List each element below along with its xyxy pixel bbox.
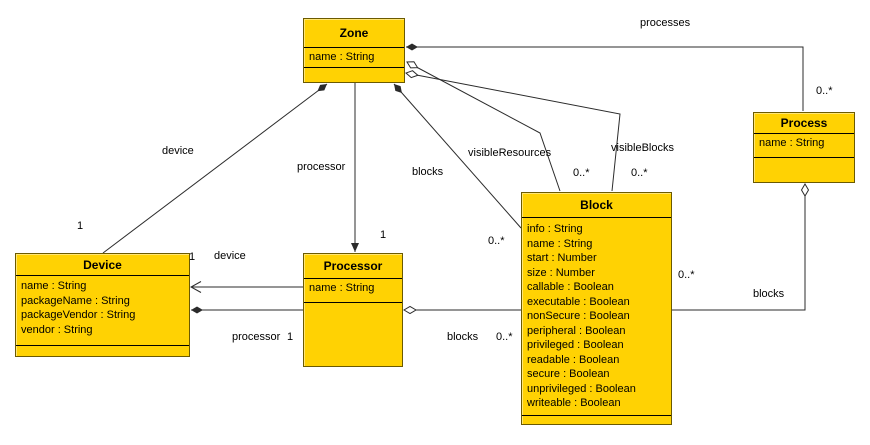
attribute: size : Number xyxy=(527,266,595,279)
attribute: executable : Boolean xyxy=(527,295,630,308)
multiplicity-processor: 1 xyxy=(287,331,294,343)
class-zone-attributes: name : String xyxy=(304,48,404,68)
attribute: nonSecure : Boolean xyxy=(527,310,630,322)
edge-process-blocks-aggregation xyxy=(672,183,810,311)
class-block-title: Block xyxy=(522,193,671,218)
attribute: info : String xyxy=(527,223,583,235)
attribute: writeable : Boolean xyxy=(527,397,621,409)
edge-label-visibleresources: visibleResources xyxy=(468,147,552,159)
attribute: secure : Boolean xyxy=(527,368,610,380)
attribute: name : String xyxy=(309,282,375,294)
edge-zone-processes-composition xyxy=(406,43,804,111)
class-zone-title: Zone xyxy=(304,19,404,48)
multiplicity-visibleblocks: 0..* xyxy=(631,167,648,179)
multiplicity-zone-device: 1 xyxy=(77,220,84,232)
edge-label-zone-device: device xyxy=(162,145,194,157)
edge-label-zone-blocks: blocks xyxy=(412,166,444,178)
edge-label-processor-blocks: blocks xyxy=(447,331,479,343)
class-process[interactable]: Process name : String xyxy=(753,112,855,183)
attribute: peripheral : Boolean xyxy=(527,324,626,337)
attribute: callable : Boolean xyxy=(527,281,614,293)
attribute: unprivileged : Boolean xyxy=(527,382,636,395)
attribute: vendor : String xyxy=(21,323,93,336)
edge-zone-visibleblocks-aggregation xyxy=(405,70,621,192)
attribute: start : Number xyxy=(527,252,597,264)
multiplicity-device: 1 xyxy=(189,251,196,263)
multiplicity-processes: 0..* xyxy=(816,85,833,97)
edge-label-device: device xyxy=(214,250,246,262)
class-device[interactable]: Device name : String packageName : Strin… xyxy=(15,253,190,357)
attribute: name : String xyxy=(527,237,593,250)
attribute: readable : Boolean xyxy=(527,353,620,366)
edge-zone-visibleresources-aggregation xyxy=(406,61,561,192)
class-process-title: Process xyxy=(754,113,854,134)
class-process-attributes: name : String xyxy=(754,134,854,158)
multiplicity-zone-processor: 1 xyxy=(380,229,387,241)
class-device-empty-compartment xyxy=(16,346,189,356)
multiplicity-zone-blocks: 0..* xyxy=(488,235,505,247)
class-processor-title: Processor xyxy=(304,254,402,279)
multiplicity-visibleresources: 0..* xyxy=(573,167,590,179)
edge-label-zone-processor: processor xyxy=(297,161,346,173)
class-processor-attributes: name : String xyxy=(304,279,402,303)
attribute: packageVendor : String xyxy=(21,309,136,321)
multiplicity-process-blocks: 0..* xyxy=(678,269,695,281)
edge-label-process-blocks: blocks xyxy=(753,288,785,300)
class-block-attributes: info : String name : String start : Numb… xyxy=(522,218,671,416)
edge-label-processes: processes xyxy=(640,17,691,29)
attribute: name : String xyxy=(309,51,375,63)
class-processor-empty-compartment xyxy=(304,303,402,366)
multiplicity-processor-blocks: 0..* xyxy=(496,331,513,343)
class-process-empty-compartment xyxy=(754,158,854,182)
class-block-empty-compartment xyxy=(522,416,671,424)
class-device-title: Device xyxy=(16,254,189,276)
attribute: name : String xyxy=(21,280,87,292)
attribute: packageName : String xyxy=(21,294,130,307)
edge-zone-device-composition xyxy=(102,83,328,254)
class-zone-empty-compartment xyxy=(304,68,404,82)
class-zone[interactable]: Zone name : String xyxy=(303,18,405,83)
edge-label-visibleblocks: visibleBlocks xyxy=(611,142,674,154)
class-block[interactable]: Block info : String name : String start … xyxy=(521,192,672,425)
edge-label-processor: processor xyxy=(232,331,281,343)
attribute: name : String xyxy=(759,137,825,149)
class-device-attributes: name : String packageName : String packa… xyxy=(16,276,189,346)
attribute: privileged : Boolean xyxy=(527,339,624,351)
edge-zone-blocks-composition xyxy=(393,83,522,229)
class-processor[interactable]: Processor name : String xyxy=(303,253,403,367)
